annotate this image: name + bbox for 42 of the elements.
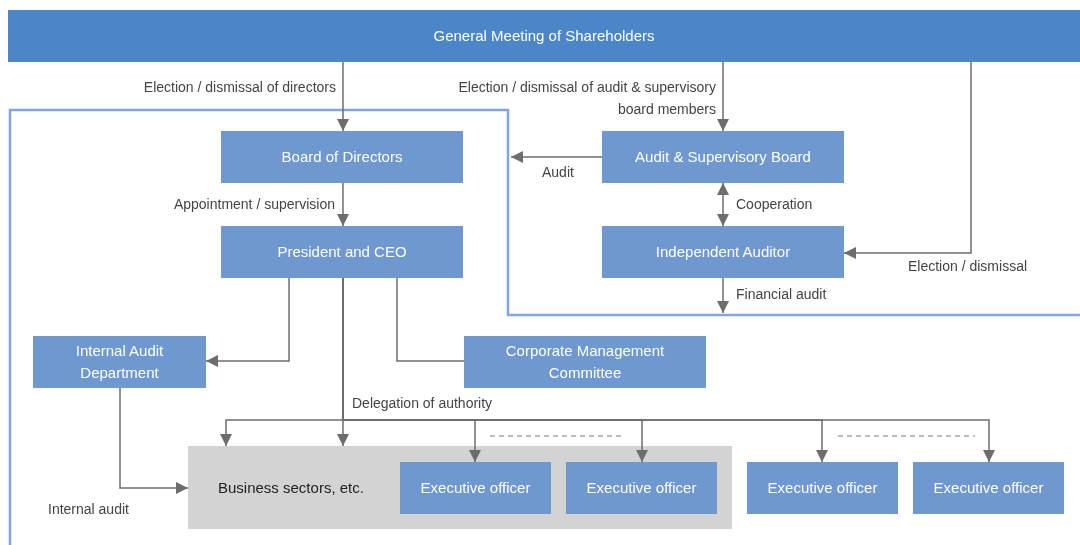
process-box [221, 131, 463, 183]
arrow [510, 151, 603, 163]
node-label: Independent Auditor [654, 242, 792, 262]
node-label: Audit & Supervisory Board [634, 147, 812, 167]
node-label: Executive officer [932, 478, 1045, 498]
edge-label: Cooperation [736, 195, 813, 214]
node-label: Internal Audit Department [74, 341, 165, 383]
edge-label: Internal audit [48, 500, 129, 519]
node-label: General Meeting of Shareholders [432, 26, 656, 46]
edge-label: Appointment / supervision [173, 195, 335, 214]
edge-label: Audit [542, 163, 574, 182]
process-box [33, 336, 206, 388]
process-box [566, 462, 717, 514]
process-box [602, 226, 844, 278]
arrow [843, 61, 972, 259]
node-label: Executive officer [419, 478, 532, 498]
node-label: Executive officer [585, 478, 698, 498]
header-bar [8, 10, 1080, 62]
edge-label: Election / dismissal of directors [143, 78, 336, 97]
arrow [337, 182, 349, 227]
process-box [747, 462, 898, 514]
node-label: Executive officer [766, 478, 879, 498]
edge-label: Election / dismissal of audit & supervisory board members [457, 78, 716, 119]
process-box [464, 336, 706, 388]
edge-label: Financial audit [736, 285, 827, 304]
arrow [717, 182, 729, 227]
node-label: Corporate Management Committee [504, 341, 666, 383]
process-box [400, 462, 551, 514]
process-box [913, 462, 1064, 514]
edge-label: Election / dismissal [908, 257, 1028, 276]
node-label: Business sectors, etc. [217, 477, 364, 498]
process-box [221, 226, 463, 278]
edge-label: Delegation of authority [352, 394, 493, 413]
arrow [205, 277, 290, 367]
group-panel [188, 446, 732, 529]
arrow [337, 61, 349, 132]
node-label: President and CEO [276, 242, 408, 262]
arrow [119, 387, 189, 494]
arrow [717, 61, 729, 132]
process-box [602, 131, 844, 183]
arrow [717, 277, 729, 314]
node-label: Board of Directors [280, 147, 404, 167]
